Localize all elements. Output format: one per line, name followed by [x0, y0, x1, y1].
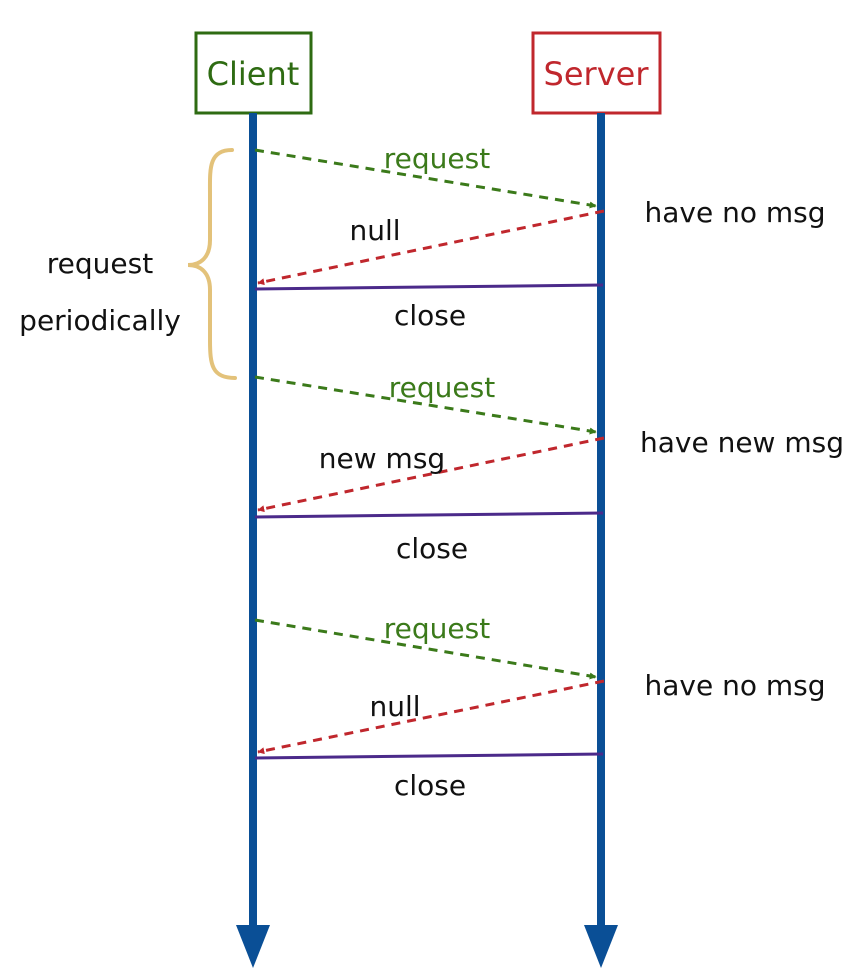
brace-label-line-2: periodically [19, 304, 181, 337]
periodic-brace [187, 148, 237, 380]
close-line-1 [254, 283, 604, 291]
server-label: Server [544, 55, 650, 93]
response-label-3: null [369, 690, 420, 723]
client-box [194, 31, 313, 115]
server-state-3: have no msg [644, 669, 825, 702]
response-arrow-3 [257, 679, 605, 755]
response-label-1: null [349, 214, 400, 247]
client-lifeline-arrowhead [236, 925, 270, 968]
close-line-2 [254, 511, 604, 519]
close-label-1: close [394, 299, 466, 332]
close-line-3 [254, 752, 604, 760]
close-label-2: close [396, 532, 468, 565]
server-state-2: have new msg [640, 426, 844, 459]
request-arrow-3 [254, 618, 597, 680]
request-label-3: request [384, 612, 490, 645]
response-arrow-2 [257, 436, 605, 513]
client-label: Client [207, 55, 300, 93]
request-label-1: request [384, 142, 490, 175]
cycle-2: request have new msg new msg close [254, 371, 844, 565]
close-label-3: close [394, 769, 466, 802]
brace-label-line-1: request [47, 247, 153, 280]
server-lifeline-arrowhead [584, 925, 618, 968]
server-state-1: have no msg [644, 196, 825, 229]
server-box [531, 31, 662, 115]
cycle-3: request have no msg null close [254, 612, 826, 802]
request-label-2: request [389, 371, 495, 404]
response-label-2: new msg [319, 442, 445, 475]
cycle-1: request have no msg null close [254, 142, 826, 332]
response-arrow-1 [257, 209, 605, 286]
